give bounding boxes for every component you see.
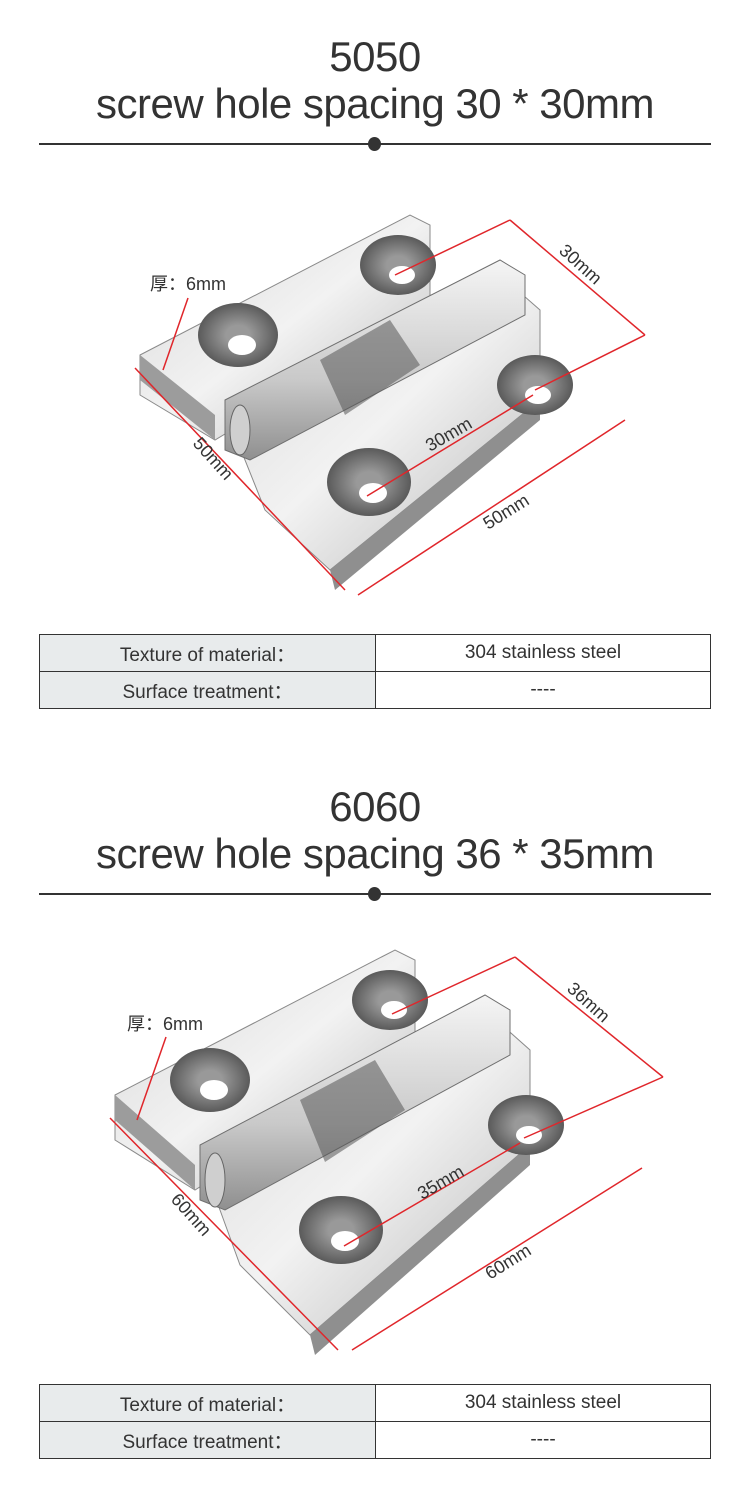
screw-spacing-title: screw hole spacing 30 * 30mm (96, 80, 654, 127)
hinge-photo: 厚：6mm 36mm 35mm 60mm 60mm (100, 930, 670, 1370)
model-title: 6060 (329, 783, 421, 830)
screw-spacing-title: screw hole spacing 36 * 35mm (96, 830, 654, 877)
hinge-photo: 厚：6mm 30mm 30mm 50mm 50mm (130, 190, 650, 610)
thickness-label: 厚：6mm (127, 1014, 203, 1034)
dim-bottom-label: 50mm (480, 490, 533, 533)
table-row: Texture of material： 304 stainless steel (39, 1384, 711, 1422)
divider-dot (368, 887, 381, 901)
product-section-6060: 6060 screw hole spacing 36 * 35mm (0, 750, 750, 1500)
spec-key: Texture of material： (39, 1384, 376, 1422)
spec-key: Surface treatment： (39, 1421, 376, 1459)
spec-table: Texture of material： 304 stainless steel… (39, 1384, 711, 1459)
spec-value: 304 stainless steel (375, 1384, 711, 1422)
spec-value: ---- (375, 671, 711, 709)
title-divider (39, 137, 711, 151)
spec-value: 304 stainless steel (375, 634, 711, 672)
model-title: 5050 (329, 33, 421, 80)
product-section-5050: 5050 screw hole spacing 30 * 30mm (39, 33, 711, 709)
table-row: Surface treatment： ---- (39, 671, 711, 709)
spec-key: Surface treatment： (39, 671, 376, 709)
spec-table: Texture of material： 304 stainless steel… (39, 634, 711, 709)
table-row: Texture of material： 304 stainless steel (39, 634, 711, 672)
thickness-label: 厚：6mm (150, 274, 226, 294)
spec-key: Texture of material： (39, 634, 376, 672)
title-divider (39, 887, 711, 901)
dim-bottom-label: 60mm (482, 1240, 535, 1283)
table-row: Surface treatment： ---- (39, 1421, 711, 1459)
spec-value: ---- (375, 1421, 711, 1459)
divider-dot (368, 137, 381, 151)
